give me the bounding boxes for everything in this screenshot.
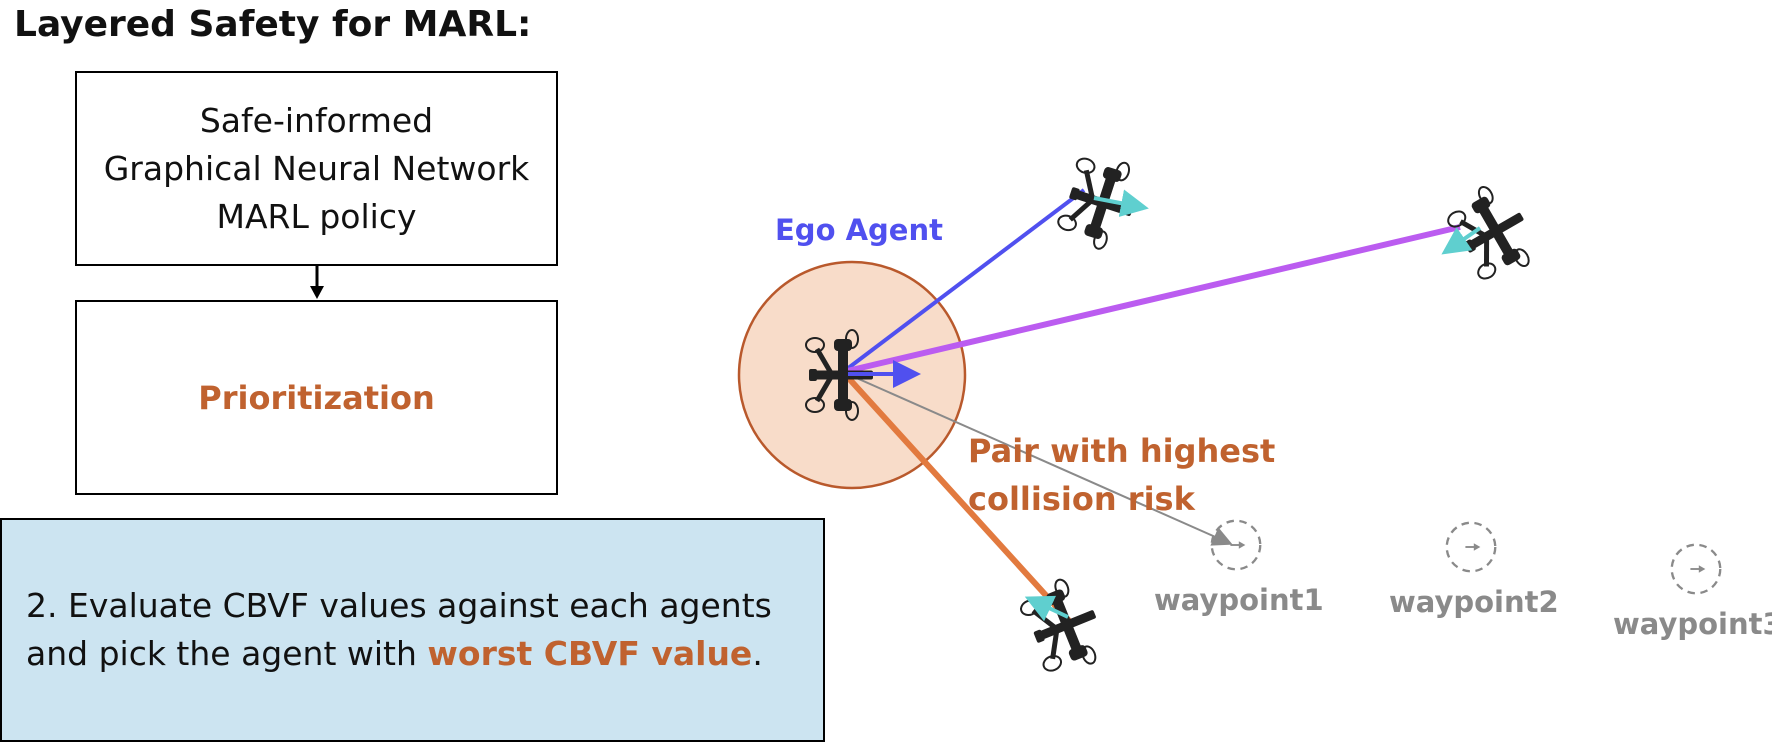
- info-line-2: and pick the agent with worst CBVF value…: [26, 630, 816, 678]
- info-line-1: 2. Evaluate CBVF values against each age…: [26, 586, 772, 625]
- risk-label-line-2: collision risk: [968, 480, 1196, 518]
- ego-agent-label: Ego Agent: [775, 213, 943, 247]
- waypoint2-label: waypoint2: [1389, 585, 1559, 619]
- velocity-arrow: [1024, 595, 1069, 622]
- policy-box: Safe-informed Graphical Neural Network M…: [75, 71, 558, 266]
- info-text: 2. Evaluate CBVF values against each age…: [26, 582, 816, 678]
- path-to-waypoint1: [842, 371, 1233, 546]
- waypoint1-label: waypoint1: [1154, 583, 1324, 617]
- link-to-agent-top: [841, 188, 1086, 374]
- info-line-2-text: and pick the agent with: [26, 634, 428, 673]
- link-to-agent-right: [842, 224, 1461, 375]
- info-box: [0, 518, 825, 742]
- prioritization-box: Prioritization: [75, 300, 558, 495]
- page-title: Layered Safety for MARL:: [14, 4, 532, 45]
- velocity-arrow: [1441, 226, 1482, 255]
- link-to-agent-bottom: [840, 369, 1075, 627]
- waypoint-icon: [1445, 521, 1497, 573]
- risk-label-line-1: Pair with highest: [968, 432, 1275, 470]
- flow-arrow-icon: [310, 266, 324, 299]
- worst-cbvf-highlight: worst CBVF value: [427, 634, 753, 673]
- policy-line-2: Graphical Neural Network: [103, 148, 530, 188]
- policy-line-3: MARL policy: [216, 196, 417, 236]
- waypoint-icon: [1210, 519, 1262, 571]
- waypoint3-label: waypoint3: [1613, 607, 1772, 641]
- waypoint-icon: [1670, 543, 1722, 595]
- policy-text: Safe-informed Graphical Neural Network M…: [104, 97, 530, 241]
- drone-icon: [1016, 572, 1112, 681]
- prioritization-label: Prioritization: [198, 378, 435, 417]
- info-line-2-end: .: [752, 634, 763, 673]
- drone-icon: [1441, 177, 1544, 288]
- velocity-arrow: [1093, 189, 1149, 217]
- policy-line-1: Safe-informed: [199, 100, 434, 140]
